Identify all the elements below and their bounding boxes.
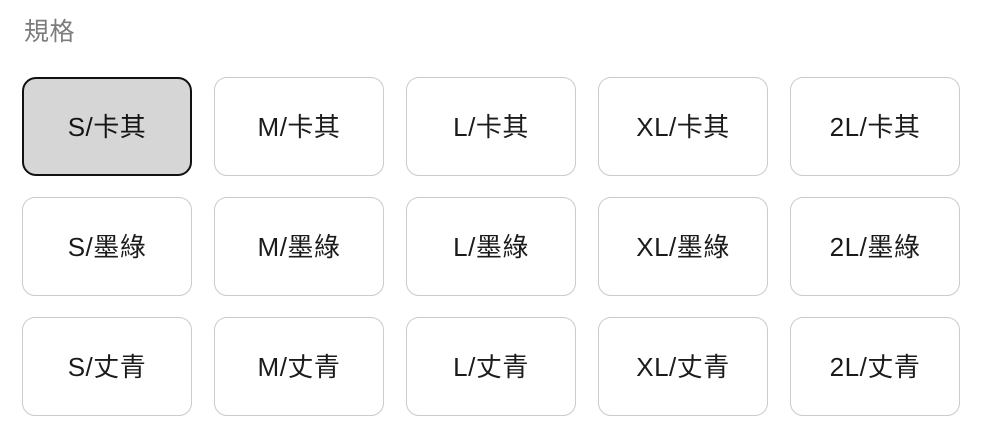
variant-chip-label: L/丈青	[453, 351, 529, 382]
variant-chip-XL-墨綠[interactable]: XL/墨綠	[598, 197, 768, 296]
variant-chip-label: S/墨綠	[67, 231, 147, 262]
variant-chip-M-卡其[interactable]: M/卡其	[214, 77, 384, 176]
variant-chip-label: S/丈青	[67, 351, 147, 382]
variant-chip-label: XL/丈青	[636, 351, 730, 382]
variant-chip-S-卡其[interactable]: S/卡其	[22, 77, 192, 176]
variant-chip-label: M/墨綠	[257, 231, 341, 262]
variant-chip-2L-丈青[interactable]: 2L/丈青	[790, 317, 960, 416]
variant-chip-L-墨綠[interactable]: L/墨綠	[406, 197, 576, 296]
variant-chip-M-丈青[interactable]: M/丈青	[214, 317, 384, 416]
variant-chip-label: M/卡其	[257, 111, 341, 142]
option-group-label: 規格	[24, 18, 76, 46]
variant-chip-label: L/卡其	[453, 111, 529, 142]
variant-chip-S-墨綠[interactable]: S/墨綠	[22, 197, 192, 296]
variant-chip-XL-卡其[interactable]: XL/卡其	[598, 77, 768, 176]
variant-chip-label: 2L/卡其	[829, 111, 921, 142]
variant-chip-label: L/墨綠	[453, 231, 529, 262]
variant-chip-label: M/丈青	[257, 351, 341, 382]
variant-chip-label: 2L/墨綠	[829, 231, 921, 262]
variant-chip-M-墨綠[interactable]: M/墨綠	[214, 197, 384, 296]
variant-chip-2L-墨綠[interactable]: 2L/墨綠	[790, 197, 960, 296]
variant-chip-label: XL/墨綠	[636, 231, 730, 262]
variant-chip-L-卡其[interactable]: L/卡其	[406, 77, 576, 176]
variant-chip-XL-丈青[interactable]: XL/丈青	[598, 317, 768, 416]
variant-chip-S-丈青[interactable]: S/丈青	[22, 317, 192, 416]
variant-chip-label: S/卡其	[67, 111, 147, 142]
variant-option-grid: S/卡其 M/卡其 L/卡其 XL/卡其 2L/卡其 S/墨綠 M/墨綠 L/墨綠 XL/墨綠 2…	[22, 77, 962, 416]
variant-chip-label: 2L/丈青	[829, 351, 921, 382]
variant-chip-label: XL/卡其	[636, 111, 730, 142]
variant-chip-2L-卡其[interactable]: 2L/卡其	[790, 77, 960, 176]
variant-chip-L-丈青[interactable]: L/丈青	[406, 317, 576, 416]
